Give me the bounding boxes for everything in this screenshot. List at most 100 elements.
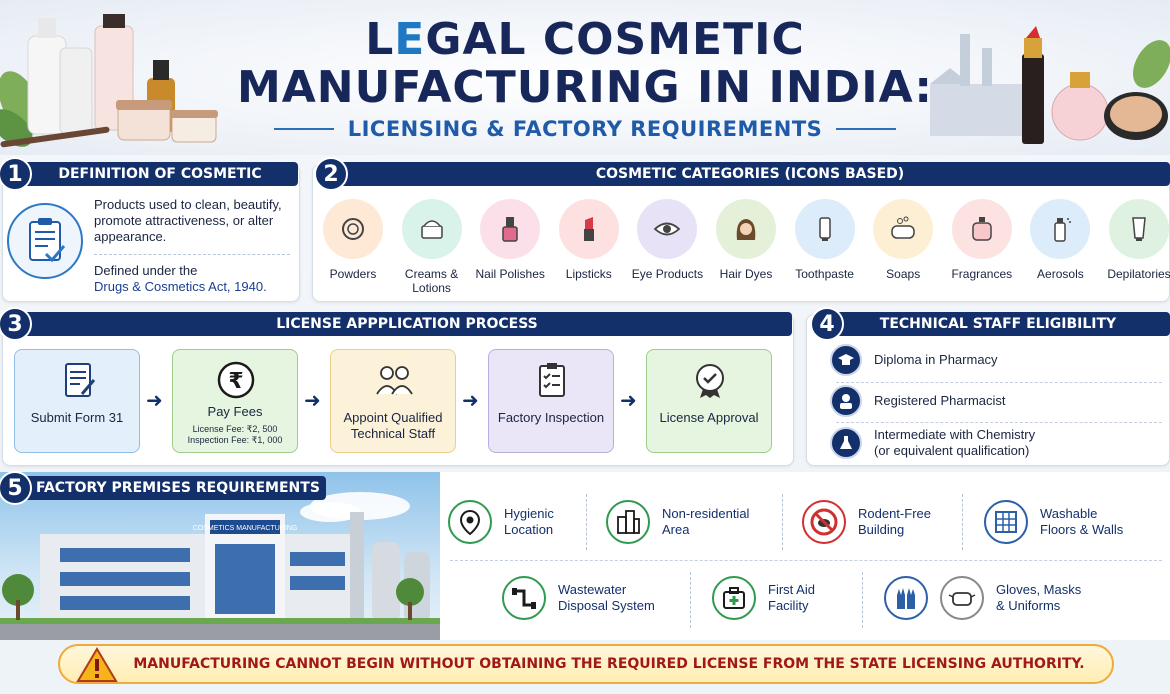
first-aid-icon	[712, 576, 756, 620]
category-label: Creams & Lotions	[404, 267, 459, 295]
requirement-line1: First Aid	[768, 582, 815, 597]
staff-item-pharmacist: Registered Pharmacist	[830, 385, 1006, 417]
category-item: Aerosols	[1021, 199, 1099, 281]
staff-people-icon	[374, 360, 414, 405]
factory-lipstick-illustration	[930, 26, 1170, 144]
section3-title: LICENSE APPPLICATION PROCESS	[22, 312, 792, 336]
category-label: Toothpaste	[795, 267, 854, 281]
pipes-icon	[502, 576, 546, 620]
form-document-icon	[58, 360, 98, 405]
section3-number: 3	[0, 307, 32, 341]
license-fee-text: License Fee: ₹2, 500	[192, 424, 278, 434]
process-step-label: Factory Inspection	[497, 410, 605, 425]
no-rodent-icon	[802, 500, 846, 544]
defined-under-text: Defined under the	[94, 263, 198, 278]
staff-item-text: Registered Pharmacist	[874, 393, 1006, 408]
requirement-line1: Washable	[1040, 506, 1098, 521]
category-label: Aerosols	[1037, 267, 1084, 281]
category-label: Fragrances	[951, 267, 1013, 281]
flask-icon	[830, 427, 862, 459]
section2-number: 2	[314, 157, 348, 191]
arrow-right-icon: ➜	[620, 390, 637, 412]
category-item: Toothpaste	[786, 199, 864, 281]
category-label: Nail Polishes	[475, 267, 545, 281]
header-banner: LEGAL COSMETIC MANUFACTURING IN INDIA: L…	[0, 0, 1170, 155]
section2-title: COSMETIC CATEGORIES (ICONS BASED)	[330, 162, 1170, 186]
category-item: Lipsticks	[550, 199, 628, 281]
process-step: Factory Inspection	[488, 349, 614, 453]
subtitle-divider-right	[836, 128, 897, 130]
spray-can-icon	[1030, 199, 1091, 259]
requirement-line2: Disposal System	[558, 598, 655, 613]
requirement-line2: Floors & Walls	[1040, 522, 1124, 537]
requirements-panel	[440, 472, 1170, 640]
process-step: License Approval	[646, 349, 772, 453]
page-title-line1: LEGAL COSMETIC	[365, 14, 805, 65]
cream-jar-icon	[401, 199, 462, 259]
pharmacist-icon	[830, 385, 862, 417]
category-label: Depilatories	[1107, 267, 1170, 281]
category-item: Fragrances	[943, 199, 1021, 281]
requirement-item: Gloves, Masks& Uniforms	[884, 576, 1081, 620]
staff-item-subtext: (or equivalent qualification)	[874, 443, 1030, 458]
category-item: Creams & Lotions	[393, 199, 471, 295]
clipboard-check-icon	[7, 203, 83, 279]
factory-building-illustration: COSMETICS MANUFACTURING	[0, 492, 440, 640]
requirement-line1: Non-residential	[662, 506, 750, 521]
process-step: Appoint Qualified Technical Staff	[330, 349, 456, 453]
definition-text: Products used to clean, beautify, promot…	[94, 197, 282, 244]
factory-building-image: COSMETICS MANUFACTURING	[0, 472, 440, 640]
staff-item-text: Intermediate with Chemistry	[874, 427, 1036, 442]
cosmetic-bottles-illustration	[0, 14, 218, 148]
arrow-right-icon: ➜	[304, 390, 321, 412]
approval-badge-icon	[690, 360, 730, 405]
nail-polish-icon	[480, 199, 541, 259]
section4-title: TECHNICAL STAFF ELIGIBILITY	[826, 312, 1170, 336]
requirement-line1: Gloves, Masks	[996, 582, 1082, 597]
page-subtitle: LICENSING & FACTORY REQUIREMENTS	[347, 117, 823, 141]
soap-icon	[873, 199, 934, 259]
process-step-label: Submit Form 31	[30, 410, 124, 425]
compact-powder-icon	[323, 199, 383, 259]
toothpaste-icon	[794, 199, 855, 259]
category-item: Soaps	[864, 199, 942, 281]
requirement-line2: Facility	[768, 598, 809, 613]
category-item: Nail Polishes	[471, 199, 549, 281]
gloves-icon	[884, 576, 928, 620]
staff-item-text: Diploma in Pharmacy	[874, 352, 998, 367]
building-sign-text: COSMETICS MANUFACTURING	[193, 525, 298, 532]
requirement-separator	[586, 494, 587, 550]
page-title-line2: MANUFACTURING IN INDIA:	[236, 62, 934, 113]
category-item: Powders	[314, 199, 392, 281]
rupee-icon: ₹	[216, 360, 256, 405]
category-item: Hair Dyes	[707, 199, 785, 281]
requirement-line2: Building	[858, 522, 905, 537]
requirement-line1: Hygienic	[504, 506, 554, 521]
staff-item-diploma: Diploma in Pharmacy	[830, 344, 998, 376]
arrow-right-icon: ➜	[146, 390, 163, 412]
category-label: Lipsticks	[565, 267, 612, 281]
process-step-label: Pay Fees	[207, 404, 263, 419]
perfume-bottle-icon	[951, 199, 1012, 259]
checklist-icon	[532, 360, 572, 405]
category-item: Eye Products	[628, 199, 706, 281]
process-step-label: Appoint Qualified Technical Staff	[343, 410, 443, 441]
buildings-icon	[606, 500, 650, 544]
section4-number: 4	[810, 307, 844, 341]
category-label: Powders	[329, 267, 377, 281]
staff-divider	[836, 382, 1162, 383]
category-label: Eye Products	[631, 267, 704, 281]
staff-item-chemistry: Intermediate with Chemistry (or equivale…	[830, 427, 1035, 459]
arrow-right-icon: ➜	[462, 390, 479, 412]
section1-number: 1	[0, 157, 32, 191]
section1-title: DEFINITION OF COSMETIC	[22, 162, 298, 186]
requirement-line1: Rodent-Free	[858, 506, 931, 521]
category-item: Depilatories	[1100, 199, 1170, 281]
warning-banner: MANUFACTURING CANNOT BEGIN WITHOUT OBTAI…	[58, 644, 1114, 684]
tiles-icon	[984, 500, 1028, 544]
